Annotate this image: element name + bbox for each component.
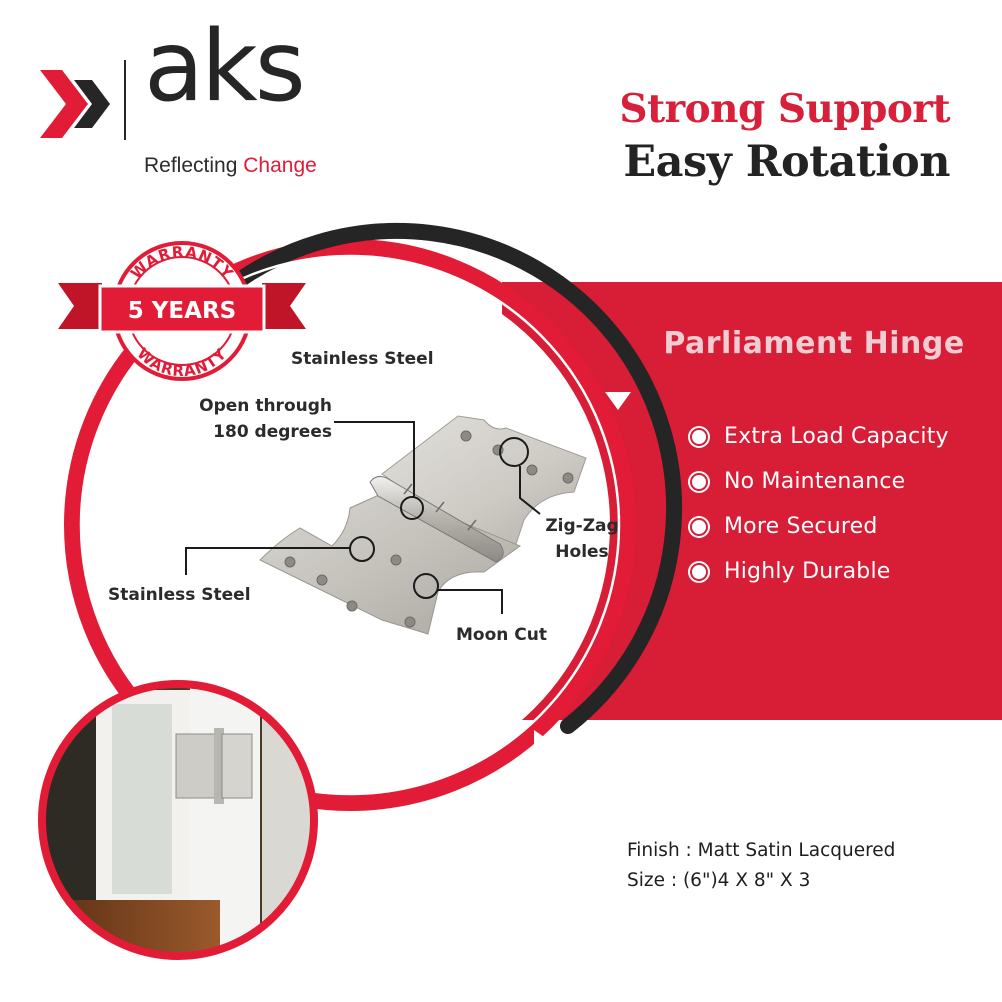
tagline-prefix: Reflecting — [144, 154, 238, 177]
spec-size: Size : (6")4 X 8" X 3 — [627, 870, 811, 891]
bullet-circle-icon — [690, 562, 708, 581]
arrow-down-icon — [534, 730, 554, 750]
hinge-knuckle — [369, 476, 504, 563]
bullet-circle-icon — [690, 517, 708, 536]
hinge-illustration — [259, 415, 587, 635]
leader-zigzag — [519, 466, 541, 515]
callout-open-through: Open through 180 degrees — [199, 396, 332, 442]
callout-material-top: Stainless Steel — [291, 349, 434, 369]
leader-mooncut — [438, 589, 503, 614]
leader-open — [334, 421, 415, 497]
headline-line-2: Easy Rotation — [623, 137, 950, 187]
door-photo — [42, 684, 314, 956]
bullet-circle-icon — [690, 472, 708, 491]
feature-item: More Secured — [690, 504, 949, 549]
red-panel — [502, 282, 1002, 720]
feature-list: Extra Load Capacity No Maintenance More … — [690, 414, 949, 594]
callout-zigzag-holes: Zig-Zag Holes — [545, 516, 619, 562]
spec-finish: Finish : Matt Satin Lacquered — [627, 840, 896, 861]
arrow-down-icon — [605, 392, 631, 410]
warranty-years: 5 YEARS — [128, 298, 236, 324]
callout-moon-cut: Moon Cut — [456, 625, 548, 645]
hinge-leaf-back — [381, 415, 587, 545]
callout-material-left: Stainless Steel — [108, 585, 251, 605]
brand-logo[interactable]: aks — [144, 10, 306, 124]
black-arc — [218, 222, 683, 734]
brand-tagline: Reflecting Change — [144, 154, 317, 178]
headline-line-1: Strong Support — [619, 86, 950, 132]
feature-item: Extra Load Capacity — [690, 414, 949, 459]
tagline-accent: Change — [243, 154, 317, 177]
chevron-right-double-icon — [74, 80, 110, 128]
headline: Strong Support Easy Rotation — [530, 84, 950, 190]
red-ring — [64, 239, 636, 811]
chevron-right-double-icon — [40, 70, 88, 138]
bullet-circle-icon — [690, 427, 708, 446]
logo-divider — [124, 60, 126, 140]
product-title: Parliament Hinge — [663, 326, 965, 361]
product-specs: Finish : Matt Satin Lacquered Size : (6"… — [627, 836, 895, 896]
feature-item: Highly Durable — [690, 549, 949, 594]
feature-item: No Maintenance — [690, 459, 949, 504]
leader-material — [185, 547, 350, 575]
